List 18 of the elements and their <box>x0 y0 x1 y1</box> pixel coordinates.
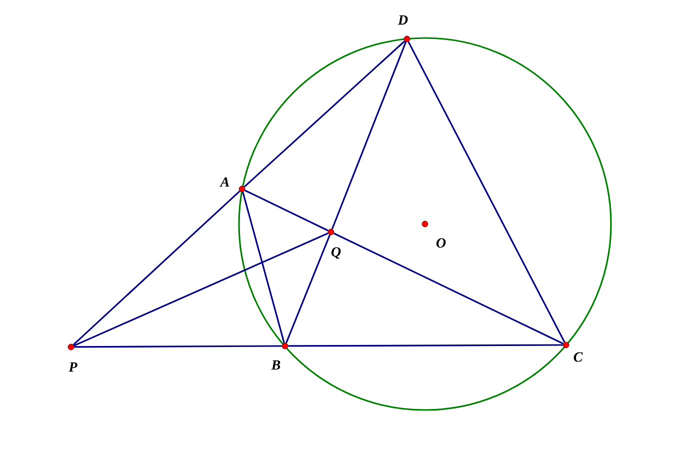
line-segment <box>74 345 282 348</box>
point-label: B <box>271 360 280 370</box>
point-label: C <box>574 352 583 362</box>
line-segment <box>242 192 285 344</box>
point-label: A <box>220 177 230 187</box>
line-segment <box>331 42 407 230</box>
line-segment <box>285 234 331 344</box>
line-segment <box>244 190 328 232</box>
line-segment <box>288 344 563 347</box>
point-label: O <box>436 238 446 248</box>
point-label: D <box>398 15 408 25</box>
line-segment <box>334 232 564 344</box>
line-segment <box>72 190 240 346</box>
point-label: Q <box>331 247 341 259</box>
line-segment <box>244 40 406 188</box>
line-segment <box>74 232 328 346</box>
point-label: P <box>68 362 78 372</box>
line-segment <box>408 41 566 343</box>
